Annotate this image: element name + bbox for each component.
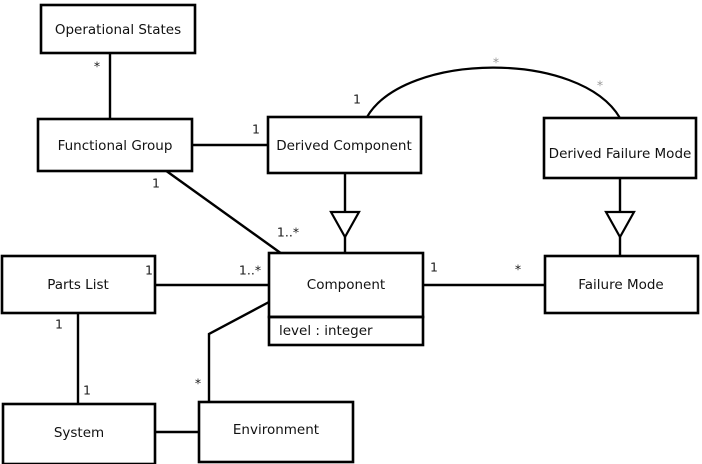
multiplicity-label: * [493, 55, 499, 70]
class-name-component: Component [307, 277, 385, 293]
class-attribute-component-level: level : integer [279, 323, 373, 339]
class-name-derived-failure-mode: Derived Failure Mode [549, 146, 692, 162]
multiplicity-label: * [94, 59, 100, 74]
multiplicity-label: 1 [145, 263, 153, 278]
class-name-functional-group: Functional Group [58, 138, 173, 154]
class-box-derived-failure-mode[interactable]: Derived Failure Mode [542, 116, 698, 180]
multiplicity-label: 1 [55, 317, 63, 332]
class-box-environment[interactable]: Environment [197, 400, 355, 464]
multiplicity-label: 1..* [277, 225, 299, 240]
multiplicity-label: 1 [83, 383, 91, 398]
multiplicity-labels: * 1 * * 1 1 1..* 1 1..* 1 * 1 1 * [55, 55, 603, 398]
generalization-derived-failure-mode-failure-mode [604, 178, 636, 256]
generalization-derived-component-component [329, 173, 361, 254]
class-name-derived-component: Derived Component [276, 138, 412, 154]
multiplicity-label: 1 [252, 122, 260, 137]
class-box-failure-mode[interactable]: Failure Mode [543, 254, 700, 315]
class-box-functional-group[interactable]: Functional Group [36, 117, 194, 173]
multiplicity-label: 1 [353, 92, 361, 107]
class-box-component[interactable]: Component level : integer [267, 251, 425, 347]
class-name-parts-list: Parts List [47, 277, 109, 293]
association-environment-component [207, 300, 270, 402]
multiplicity-label: 1..* [239, 263, 261, 278]
association-functional-group-component [164, 169, 283, 255]
class-box-operational-states[interactable]: Operational States [39, 3, 197, 55]
multiplicity-label: * [195, 376, 201, 391]
class-name-operational-states: Operational States [55, 22, 181, 38]
class-name-failure-mode: Failure Mode [578, 277, 664, 293]
class-name-system: System [54, 425, 104, 441]
class-name-environment: Environment [233, 422, 319, 438]
association-arc-derived-component-derived-failure-mode [366, 66, 621, 119]
class-box-system[interactable]: System [1, 402, 157, 464]
class-box-derived-component[interactable]: Derived Component [266, 115, 423, 175]
multiplicity-label: 1 [152, 176, 160, 191]
multiplicity-label: * [597, 78, 603, 93]
multiplicity-label: 1 [430, 260, 438, 275]
multiplicity-label: * [515, 262, 521, 277]
class-box-parts-list[interactable]: Parts List [0, 254, 157, 315]
